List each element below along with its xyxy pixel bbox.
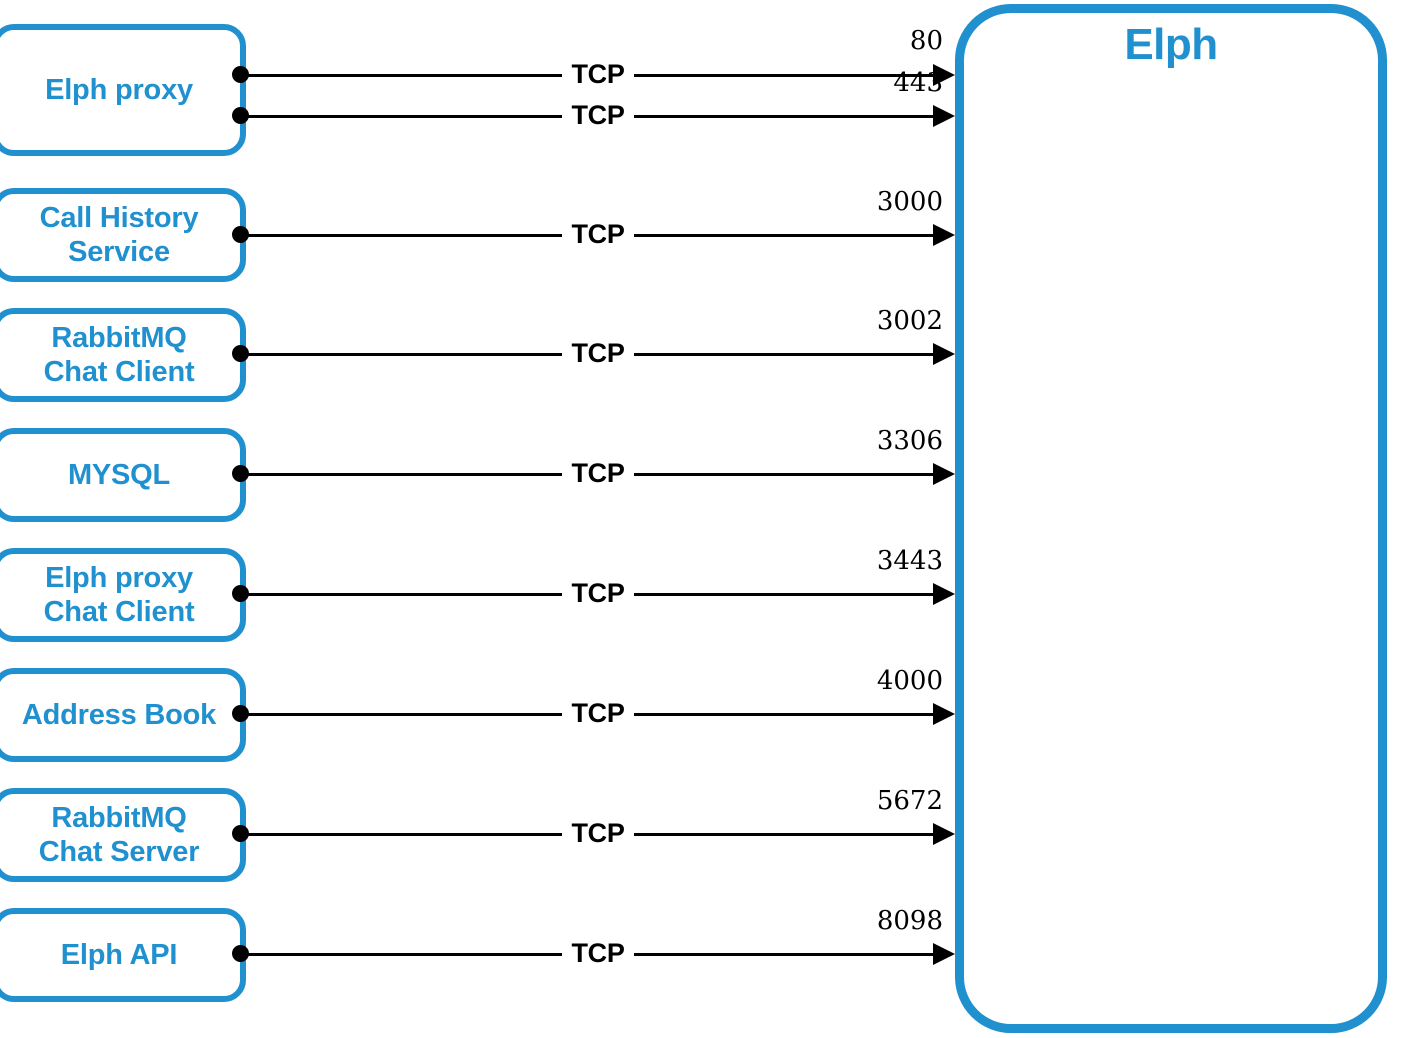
service-label: Elph API	[60, 938, 178, 971]
service-box-elph-proxy[interactable]: Elph proxy	[0, 24, 246, 156]
connection-arrowhead	[933, 105, 955, 127]
connection-arrowhead	[933, 703, 955, 725]
port-label: 3306	[876, 426, 943, 456]
connection-source-dot	[232, 465, 249, 482]
connection-source-dot	[232, 66, 249, 83]
port-label: 80	[909, 26, 943, 56]
port-label: 3002	[876, 306, 943, 336]
service-label: MYSQL	[67, 458, 171, 491]
connection-source-dot	[232, 345, 249, 362]
elph-container-title: Elph	[1124, 20, 1218, 69]
connection-arrowhead	[933, 343, 955, 365]
service-box-rabbitmq-chat-server[interactable]: RabbitMQ Chat Server	[0, 788, 246, 882]
service-box-address-book[interactable]: Address Book	[0, 668, 246, 762]
port-label: 3443	[876, 546, 943, 576]
protocol-label: TCP	[562, 700, 634, 727]
protocol-label: TCP	[562, 340, 634, 367]
service-box-elph-proxy-chat-client[interactable]: Elph proxy Chat Client	[0, 548, 246, 642]
connection-arrowhead	[933, 943, 955, 965]
service-box-mysql[interactable]: MYSQL	[0, 428, 246, 522]
service-box-rabbitmq-chat-client[interactable]: RabbitMQ Chat Client	[0, 308, 246, 402]
connection-source-dot	[232, 825, 249, 842]
connection-arrowhead	[933, 463, 955, 485]
service-label: Address Book	[21, 698, 217, 731]
protocol-label: TCP	[562, 102, 634, 129]
protocol-label: TCP	[562, 940, 634, 967]
connection-source-dot	[232, 945, 249, 962]
elph-container-box	[955, 4, 1387, 1033]
protocol-label: TCP	[562, 820, 634, 847]
service-label: Elph proxy Chat Client	[43, 561, 195, 628]
service-label: Call History Service	[39, 201, 199, 268]
connection-arrowhead	[933, 64, 955, 86]
protocol-label: TCP	[562, 221, 634, 248]
connection-source-dot	[232, 226, 249, 243]
port-label: 4000	[876, 666, 943, 696]
service-box-elph-api[interactable]: Elph API	[0, 908, 246, 1002]
connection-arrowhead	[933, 224, 955, 246]
port-label: 5672	[876, 786, 943, 816]
connection-arrowhead	[933, 823, 955, 845]
service-label: RabbitMQ Chat Server	[38, 801, 200, 868]
port-label: 3000	[876, 187, 943, 217]
connection-arrowhead	[933, 583, 955, 605]
service-box-call-history-service[interactable]: Call History Service	[0, 188, 246, 282]
port-label: 8098	[876, 906, 943, 936]
service-label: Elph proxy	[45, 73, 193, 106]
protocol-label: TCP	[562, 61, 634, 88]
connection-source-dot	[232, 107, 249, 124]
protocol-label: TCP	[562, 580, 634, 607]
connection-source-dot	[232, 705, 249, 722]
protocol-label: TCP	[562, 460, 634, 487]
service-label: RabbitMQ Chat Client	[43, 321, 195, 388]
connection-source-dot	[232, 585, 249, 602]
port-label: 443	[893, 68, 943, 98]
